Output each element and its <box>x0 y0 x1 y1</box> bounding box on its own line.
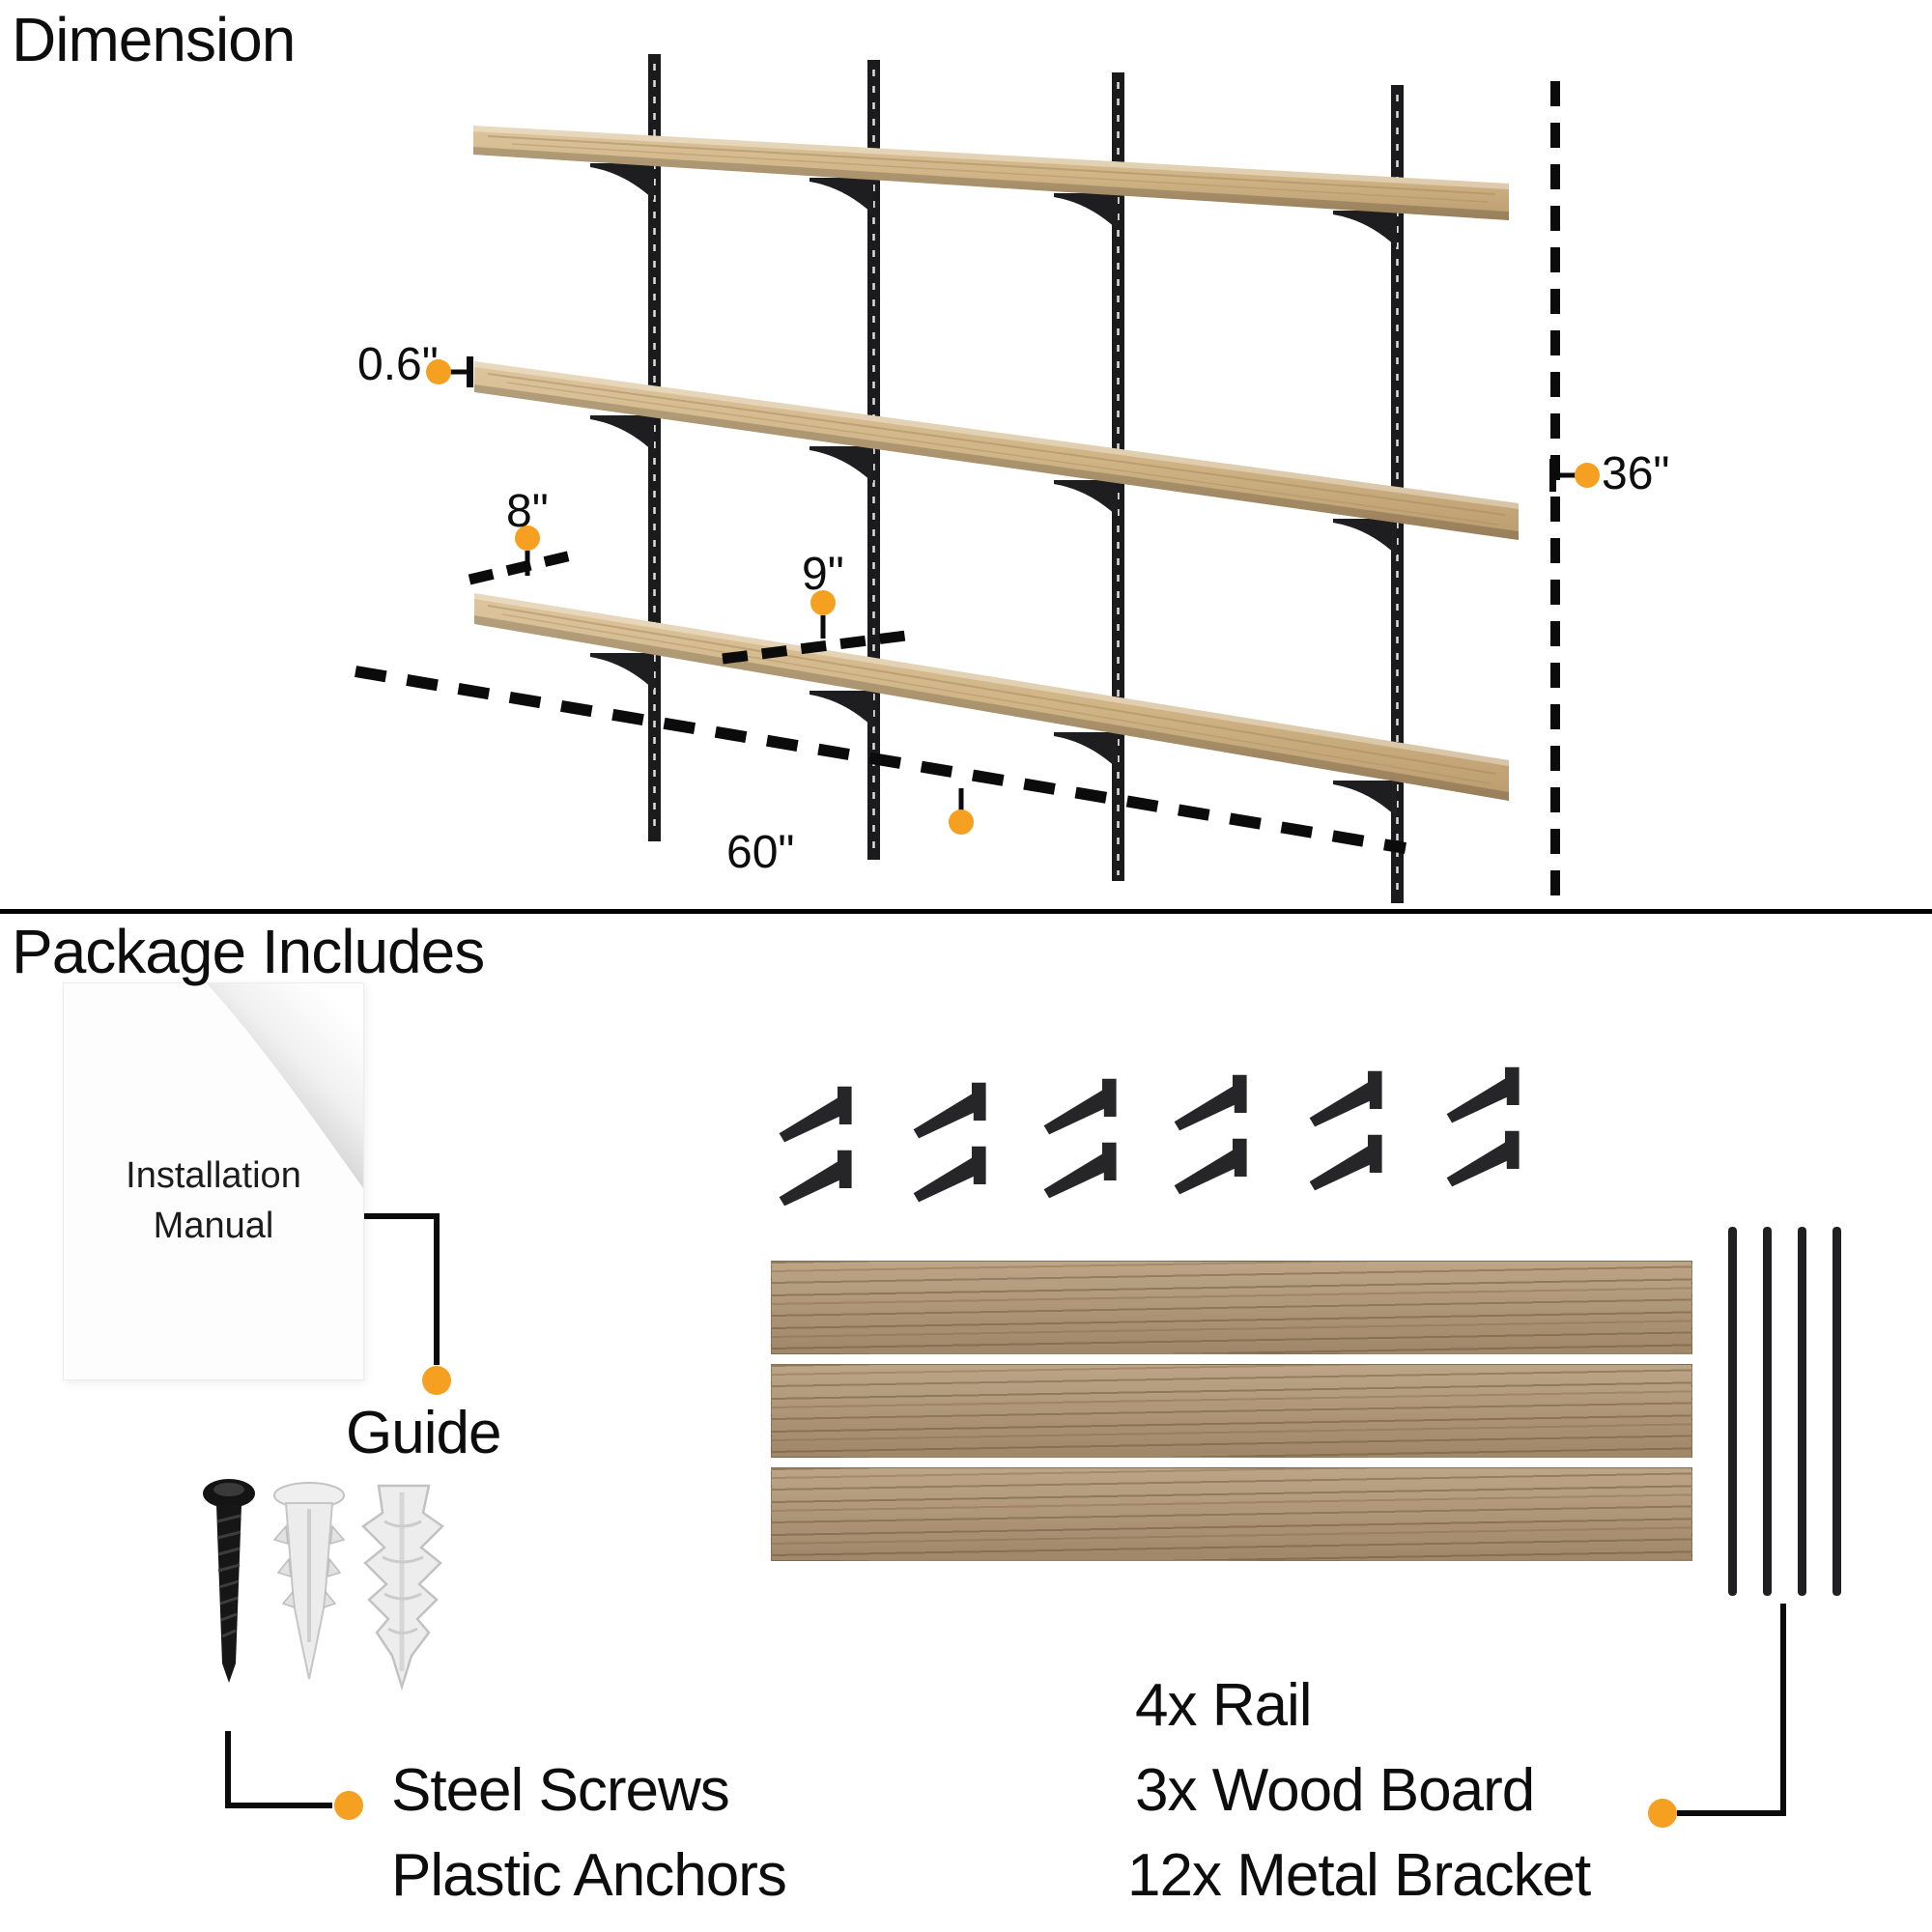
bracket-icon <box>590 415 654 452</box>
bracket-icon <box>810 446 873 483</box>
bracket-icon <box>1054 732 1118 769</box>
bracket-icon <box>779 1086 852 1143</box>
left-depth-label: 8" <box>506 486 549 537</box>
guide-connector <box>361 1213 451 1395</box>
package-rail <box>1763 1227 1772 1596</box>
bracket-icon <box>590 653 654 690</box>
package-rail <box>1728 1227 1737 1596</box>
contents-board-label: 3x Wood Board <box>1135 1757 1535 1824</box>
orange-dot-icon <box>422 1366 451 1395</box>
bracket-icon <box>1054 480 1118 517</box>
bracket-icon <box>1054 193 1118 230</box>
plastic-anchors-label: Plastic Anchors <box>391 1842 787 1909</box>
bracket-icon <box>1174 1138 1247 1195</box>
contents-bracket-label: 12x Metal Bracket <box>1127 1842 1591 1909</box>
bracket-icon <box>1043 1078 1117 1135</box>
depth-8-dashed-line <box>468 548 582 585</box>
bracket-icon <box>1043 1142 1117 1199</box>
bottom-shelf <box>474 593 1509 801</box>
package-rail <box>1798 1227 1806 1596</box>
bracket-icon <box>779 1150 852 1207</box>
orange-dot-icon <box>810 590 836 615</box>
bracket-icon <box>1333 211 1397 247</box>
bracket-icon <box>913 1146 986 1203</box>
plastic-anchor-icon <box>272 1482 346 1680</box>
contents-rail-label: 4x Rail <box>1135 1672 1313 1739</box>
guide-label: Guide <box>346 1400 501 1466</box>
dimension-markers <box>426 356 1600 835</box>
middle-shelf <box>474 361 1519 540</box>
manual-text-line1: Installation <box>126 1155 301 1196</box>
contents-connector <box>1648 1604 1786 1828</box>
unit-width-label: 60" <box>726 827 795 878</box>
width60-marker <box>949 788 974 835</box>
manual-text-line2: Manual <box>153 1206 274 1246</box>
depth9-marker <box>810 590 836 639</box>
dimension-lines <box>355 81 1560 902</box>
package-wood-board <box>771 1261 1692 1354</box>
package-rail <box>1833 1227 1841 1596</box>
dimension-section-title: Dimension <box>12 5 296 74</box>
bracket-icon <box>810 178 873 214</box>
steel-screws-label: Steel Screws <box>391 1757 730 1824</box>
shelf-depth-label: 9" <box>802 549 844 600</box>
bracket-icon <box>1309 1070 1382 1127</box>
package-wood-board <box>771 1467 1692 1561</box>
bracket-icon <box>1446 1066 1520 1123</box>
bracket-icon <box>1174 1074 1247 1131</box>
package-section-title: Package Includes <box>12 917 485 986</box>
depth8-marker <box>515 526 540 576</box>
orange-dot-icon <box>515 526 540 551</box>
package-graphics <box>203 1066 1786 1828</box>
orange-dot-icon <box>949 810 974 835</box>
bracket-icon <box>913 1082 986 1139</box>
thickness-label: 0.6" <box>357 339 439 390</box>
width-60-dashed-line <box>355 666 1406 854</box>
thickness-marker <box>426 356 473 387</box>
depth-9-dashed-line <box>722 630 907 665</box>
shelf-unit-illustration <box>355 54 1600 903</box>
installation-manual: Installation Manual <box>63 982 364 1380</box>
package-bracket-grid <box>779 1066 1520 1207</box>
unit-height-label: 36" <box>1602 448 1670 499</box>
bracket-icon <box>1333 781 1397 817</box>
orange-dot-icon <box>1648 1799 1677 1828</box>
bracket-icon <box>810 691 873 727</box>
bracket-icon <box>1333 519 1397 555</box>
hardware-images <box>203 1479 444 1691</box>
steel-screw-icon <box>203 1479 255 1683</box>
bracket-icon <box>1446 1130 1520 1187</box>
bracket-icon <box>590 163 654 200</box>
orange-dot-icon <box>1575 463 1600 488</box>
section-divider <box>0 909 1932 914</box>
drywall-anchor-icon <box>361 1484 444 1691</box>
package-wood-board <box>771 1364 1692 1458</box>
orange-dot-icon <box>426 359 451 384</box>
orange-dot-icon <box>334 1791 363 1820</box>
top-shelf <box>473 126 1509 220</box>
height36-marker <box>1549 459 1600 492</box>
wood-shelves <box>473 126 1519 801</box>
screws-connector <box>225 1731 363 1820</box>
bracket-icon <box>1309 1134 1382 1191</box>
